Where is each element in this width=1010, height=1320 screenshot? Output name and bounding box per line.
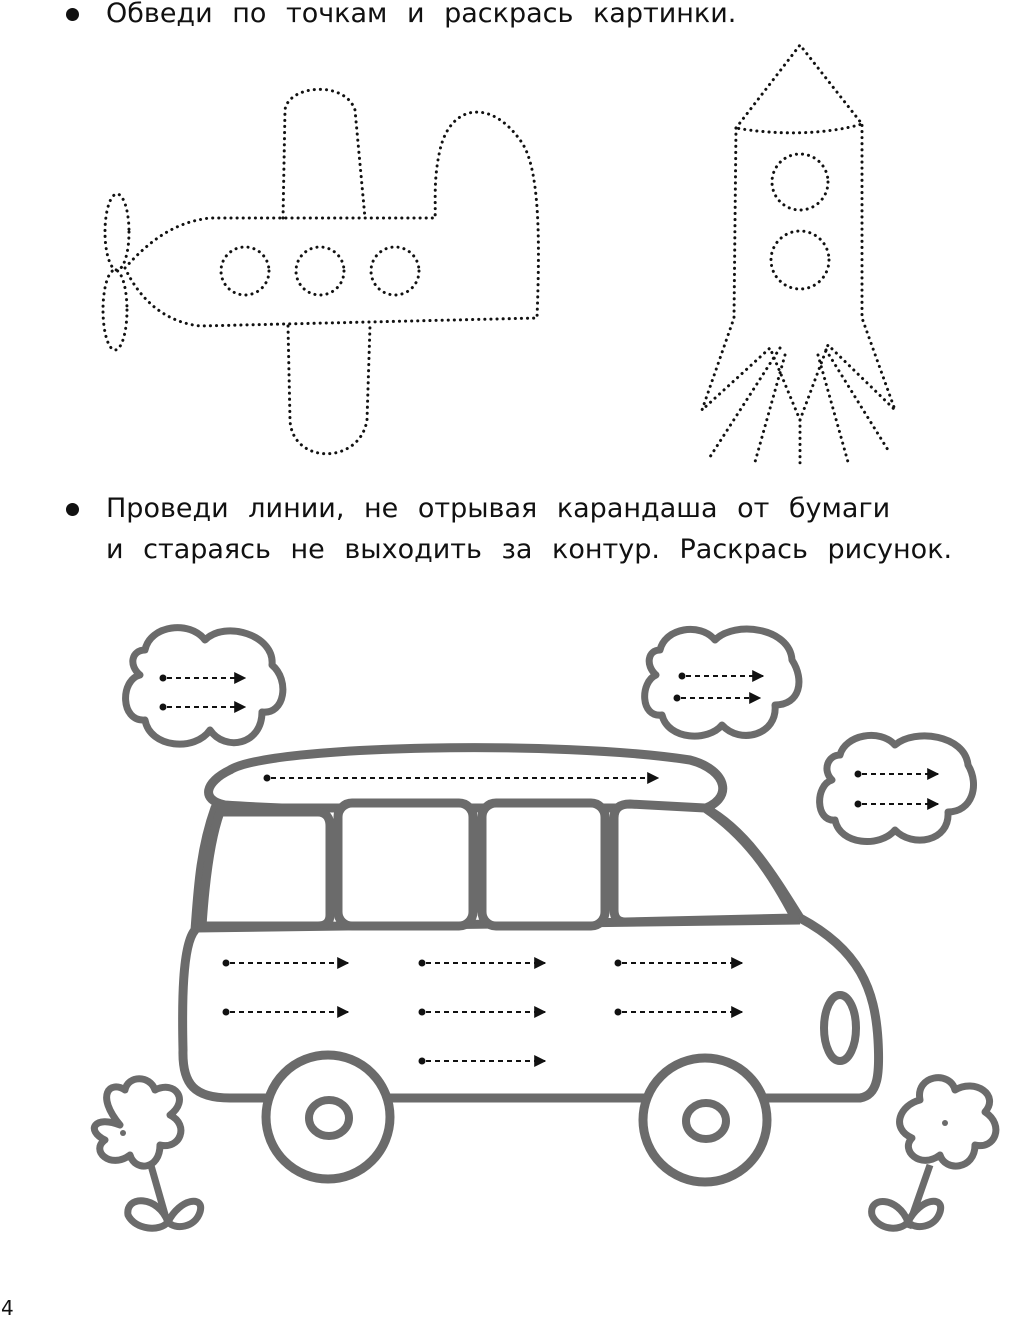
trace-arrow — [263, 772, 660, 784]
bus-drawing — [178, 743, 884, 1187]
trace-arrows — [159, 670, 940, 1067]
bus-window-1 — [197, 807, 335, 931]
trace-arrow — [159, 672, 247, 684]
flower-right — [868, 1074, 1000, 1232]
bus-headlight — [820, 991, 860, 1065]
instruction-1-text: Обведи по точкам и раскрась картинки. — [106, 0, 737, 29]
trace-arrow — [673, 692, 762, 704]
trace-arrow — [614, 957, 744, 969]
cloud-right-middle — [816, 732, 977, 845]
page-number: 4 — [1, 1296, 14, 1320]
bus-hubcap-right — [682, 1099, 730, 1143]
bus-window-3 — [477, 798, 610, 931]
trace-arrow — [418, 1055, 547, 1067]
instruction-2-line-1: Проведи линии, не отрывая карандаша от б… — [106, 493, 891, 524]
trace-arrow — [222, 957, 350, 969]
bus-hubcap-left — [305, 1096, 353, 1140]
trace-arrow — [418, 957, 547, 969]
bus-window-4 — [609, 799, 800, 927]
trace-arrow — [678, 670, 765, 682]
airplane-dotted-drawing — [101, 87, 540, 456]
rocket-dotted-drawing — [700, 42, 897, 467]
trace-arrow — [854, 768, 940, 780]
instruction-2-line-2: и стараясь не выходить за контур. Раскра… — [106, 534, 953, 565]
trace-arrow — [159, 701, 247, 713]
flower-left — [90, 1075, 205, 1232]
trace-arrow — [614, 1006, 744, 1018]
trace-arrow — [854, 798, 940, 810]
trace-arrow — [222, 1006, 350, 1018]
cloud-left — [122, 624, 287, 748]
bullet-icon — [66, 8, 79, 21]
cloud-right-top — [641, 625, 803, 740]
bullet-icon — [66, 503, 79, 516]
bus-window-2 — [333, 798, 478, 931]
trace-arrow — [418, 1006, 547, 1018]
